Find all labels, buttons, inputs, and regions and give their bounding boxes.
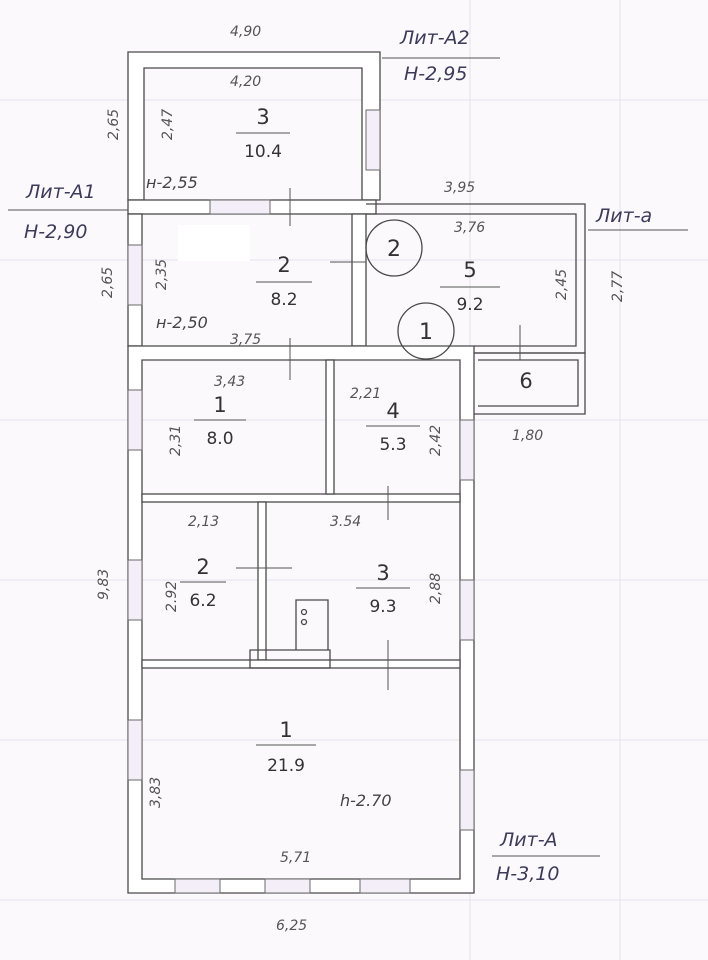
dim-2-47: 2,47 [160,109,176,140]
label-lit-a2: Лит-А2 [399,27,470,49]
window [174,878,221,894]
dim-3-75: 3,75 [230,332,261,348]
window [359,878,411,894]
window [264,878,311,894]
room-5-number: 5 [463,258,476,282]
dim-3-95: 3,95 [444,180,475,196]
wall-int-h1 [141,493,461,503]
window [127,389,143,451]
room-a2-3-number: 3 [256,105,269,129]
dim-4-90: 4,90 [230,24,261,40]
room-2-area: 6.2 [189,591,216,611]
room-1-big-area: 21.9 [267,756,305,776]
room-6-number: 6 [519,369,532,393]
room-1-number: 1 [213,393,226,417]
circle-marker-2 [365,219,423,277]
label-lit-a: Лит-А [499,829,558,851]
room-1-big-number: 1 [279,718,292,742]
room-3-number: 3 [376,561,389,585]
dim-3-43: 3,43 [214,374,245,390]
window [209,199,271,215]
height-a2-room: н-2,55 [146,173,198,192]
wall-int-v1 [325,359,335,495]
circle-label-1: 1 [419,320,433,345]
room-3-area: 9.3 [369,597,396,617]
dim-5-71: 5,71 [280,850,311,866]
wall-int-v2 [257,501,267,661]
dim-2-92: 2.92 [164,581,180,612]
wall-int-h2 [141,659,461,669]
dim-3-76: 3,76 [454,220,485,236]
windows [127,109,475,894]
dim-2-13: 2,13 [188,514,219,530]
circle-label-2: 2 [387,237,401,262]
window [127,244,143,306]
door-marks [8,57,688,857]
dim-9-83: 9,83 [96,569,112,600]
label-lit-a1: Лит-А1 [25,181,96,203]
dim-3-83: 3,83 [148,777,164,808]
window [459,419,475,481]
wall-room-6 [472,352,586,415]
wall-main [127,345,475,894]
room-a2-3-area: 10.4 [244,142,282,162]
blank-patch [178,225,250,261]
label-h-a1: Н-2,90 [24,221,87,243]
room-2-number: 2 [196,555,209,579]
room-5-area: 9.2 [456,295,483,315]
dim-2-88: 2,88 [428,573,444,604]
height-main: h-2.70 [340,791,392,810]
dim-2-65-mid: 2,65 [100,267,116,298]
circle-marker-1 [397,302,455,360]
dim-2-31: 2,31 [168,425,184,456]
window [459,579,475,641]
room-a1-2-number: 2 [277,253,290,277]
dim-2-77: 2,77 [610,271,626,302]
dim-2-42: 2,42 [428,425,444,456]
label-lit-a-small: Лит-а [595,205,652,227]
dim-2-45: 2,45 [554,269,570,300]
room-a1-2-area: 8.2 [270,290,297,310]
dim-1-80: 1,80 [512,428,543,444]
wall-a1-right [351,213,367,347]
dim-2-21: 2,21 [350,386,381,402]
dim-3-54: 3.54 [330,514,361,530]
height-a1-room: н-2,50 [156,313,208,332]
dim-6-25: 6,25 [276,918,307,934]
window [127,719,143,781]
window [127,559,143,621]
window [365,109,381,171]
label-h-a: Н-3,10 [496,863,559,885]
dim-4-20: 4,20 [230,74,261,90]
dim-2-35: 2,35 [154,259,170,290]
window [459,769,475,831]
stove [249,599,331,669]
room-1-area: 8.0 [206,429,233,449]
room-4-area: 5.3 [379,435,406,455]
label-h-a2: Н-2,95 [404,63,467,85]
dim-2-65-top: 2,65 [106,109,122,140]
room-4-number: 4 [386,399,399,423]
